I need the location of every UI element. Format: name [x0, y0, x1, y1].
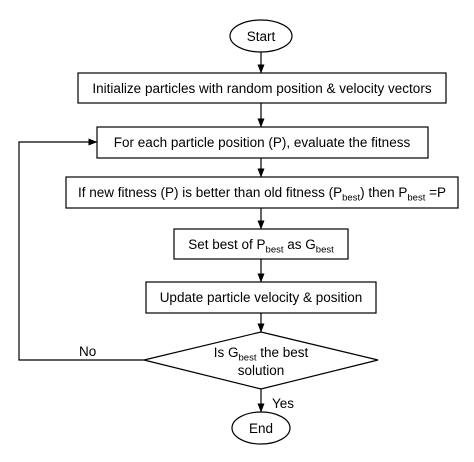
evaluate-label: For each particle position (P), evaluate…: [114, 135, 411, 150]
initialize-label: Initialize particles with random positio…: [92, 81, 431, 96]
update-label: Update particle velocity & position: [160, 290, 363, 305]
start-terminal: Start: [229, 19, 293, 53]
compare-label: If new fitness (P) is better than old fi…: [78, 185, 446, 204]
set-best-step: Set best of Pbest as Gbest: [173, 228, 349, 260]
start-label: Start: [247, 29, 276, 44]
end-label: End: [249, 421, 273, 436]
end-terminal: End: [231, 411, 291, 445]
decision-label-line2: solution: [238, 363, 285, 378]
evaluate-step: For each particle position (P), evaluate…: [96, 126, 429, 159]
initialize-step: Initialize particles with random positio…: [77, 72, 447, 104]
yes-label: Yes: [272, 396, 294, 411]
no-label: No: [79, 344, 96, 359]
decision-step: Is Gbest the best solution: [143, 331, 379, 390]
decision-label-line1: Is Gbest the best: [214, 345, 309, 364]
update-step: Update particle velocity & position: [145, 281, 377, 314]
arrow-no-loop-back: [18, 138, 144, 361]
compare-step: If new fitness (P) is better than old fi…: [65, 176, 459, 209]
set-best-label: Set best of Pbest as Gbest: [188, 237, 334, 256]
